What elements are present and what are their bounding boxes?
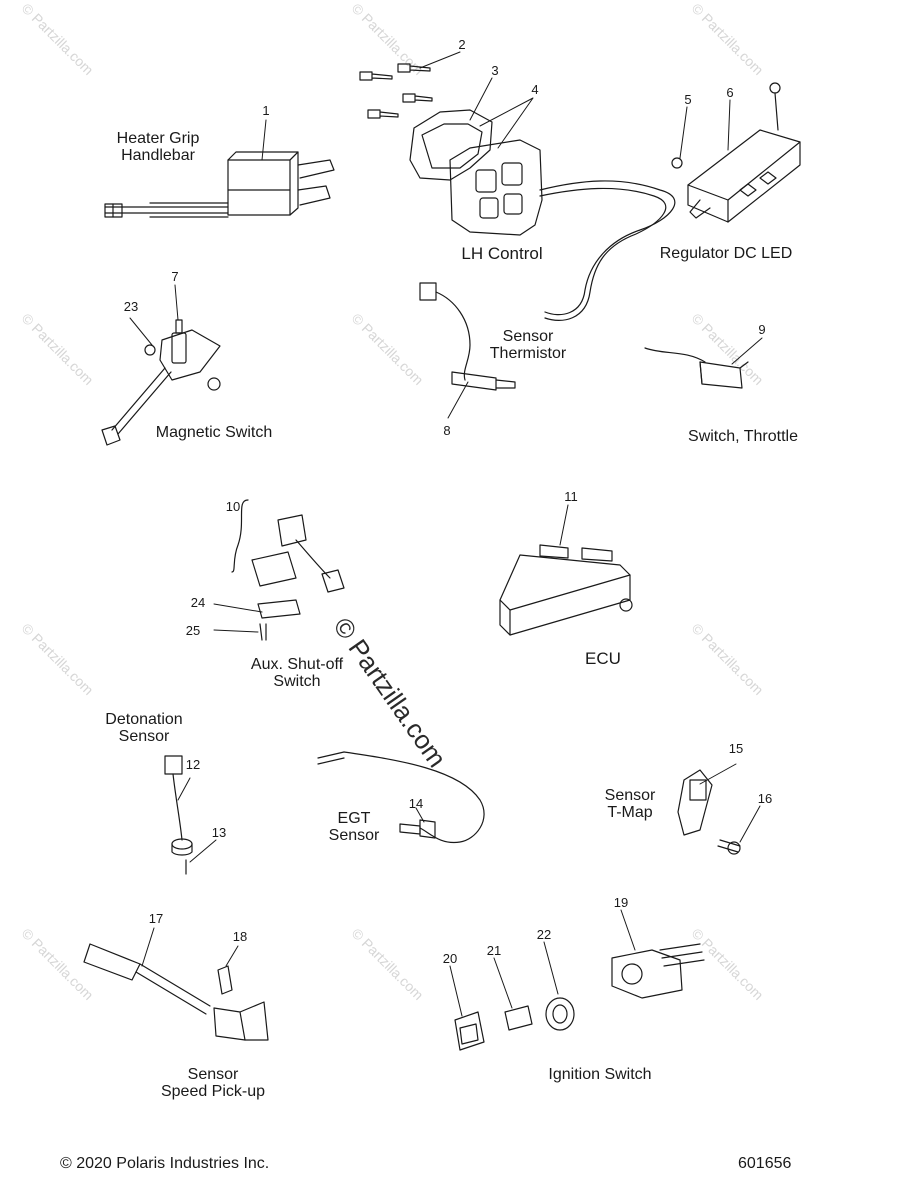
callout-25: 25 xyxy=(185,623,201,638)
callout-8: 8 xyxy=(443,423,451,438)
label-line: Aux. Shut-off xyxy=(250,656,344,673)
speed-sensor-drawing xyxy=(83,943,269,1041)
regulator-drawing xyxy=(671,82,801,223)
callout-22: 22 xyxy=(536,927,552,942)
thermistor-drawing xyxy=(419,282,516,391)
callout-10: 10 xyxy=(225,499,241,514)
label-regulator: Regulator DC LED xyxy=(659,245,793,262)
callout-5: 5 xyxy=(684,92,692,107)
ignition-drawing xyxy=(454,943,705,1051)
label-aux-shutoff: Aux. Shut-off Switch xyxy=(251,656,343,690)
magnetic-switch-drawing xyxy=(101,319,221,446)
callout-18: 18 xyxy=(232,929,248,944)
label-heater-grip: Heater Grip Handlebar xyxy=(117,130,200,164)
callout-9: 9 xyxy=(758,322,766,337)
label-line: Sensor xyxy=(187,1066,239,1083)
callout-23: 23 xyxy=(123,299,139,314)
callout-6: 6 xyxy=(726,85,734,100)
lh-control-drawing xyxy=(409,109,676,321)
label-line: Sensor xyxy=(118,728,170,745)
label-line: Sensor xyxy=(502,328,554,345)
label-line: Heater Grip xyxy=(116,130,200,147)
callout-24: 24 xyxy=(190,595,206,610)
callout-1: 1 xyxy=(262,103,270,118)
label-lh-control: LH Control xyxy=(461,244,543,263)
diagram-number: 601656 xyxy=(738,1155,792,1172)
heater-grip-drawing xyxy=(104,151,335,218)
label-line: Thermistor xyxy=(489,345,567,362)
label-ecu: ECU xyxy=(585,649,621,668)
callout-7: 7 xyxy=(171,269,179,284)
label-sensor-thermistor: Sensor Thermistor xyxy=(490,328,566,362)
label-detonation: Detonation Sensor xyxy=(105,711,182,745)
callout-3: 3 xyxy=(491,63,499,78)
detonation-drawing xyxy=(164,755,193,875)
label-switch-throttle: Switch, Throttle xyxy=(688,428,798,445)
label-tmap: Sensor T-Map xyxy=(605,787,656,821)
egt-drawing xyxy=(317,751,485,844)
callout-2: 2 xyxy=(458,37,466,52)
label-egt: EGT Sensor xyxy=(329,810,380,844)
tmap-drawing xyxy=(677,769,741,855)
label-magnetic-switch: Magnetic Switch xyxy=(155,424,273,441)
callout-16: 16 xyxy=(757,791,773,806)
label-line: Switch xyxy=(273,673,321,690)
label-line: Detonation xyxy=(105,711,183,728)
copyright-text: © 2020 Polaris Industries Inc. xyxy=(60,1155,270,1172)
label-line: Speed Pick-up xyxy=(160,1083,266,1100)
callout-4: 4 xyxy=(531,82,539,97)
callout-17: 17 xyxy=(148,911,164,926)
callout-14: 14 xyxy=(408,796,424,811)
callout-13: 13 xyxy=(211,825,227,840)
label-line: T-Map xyxy=(607,804,653,821)
label-line: Sensor xyxy=(328,827,380,844)
callout-12: 12 xyxy=(185,757,201,772)
label-line: EGT xyxy=(337,810,371,827)
label-ignition: Ignition Switch xyxy=(548,1066,652,1083)
leader-lines xyxy=(129,51,763,1017)
label-speed-sensor: Sensor Speed Pick-up xyxy=(161,1066,265,1100)
callout-19: 19 xyxy=(613,895,629,910)
callout-20: 20 xyxy=(442,951,458,966)
ecu-drawing xyxy=(499,544,633,636)
callout-21: 21 xyxy=(486,943,502,958)
aux-switch-drawing xyxy=(231,499,345,641)
callout-15: 15 xyxy=(728,741,744,756)
label-line: Handlebar xyxy=(121,147,195,164)
screws-drawing xyxy=(359,63,433,119)
label-line: Sensor xyxy=(604,787,656,804)
callout-11: 11 xyxy=(564,489,578,504)
throttle-switch-drawing xyxy=(644,347,749,389)
